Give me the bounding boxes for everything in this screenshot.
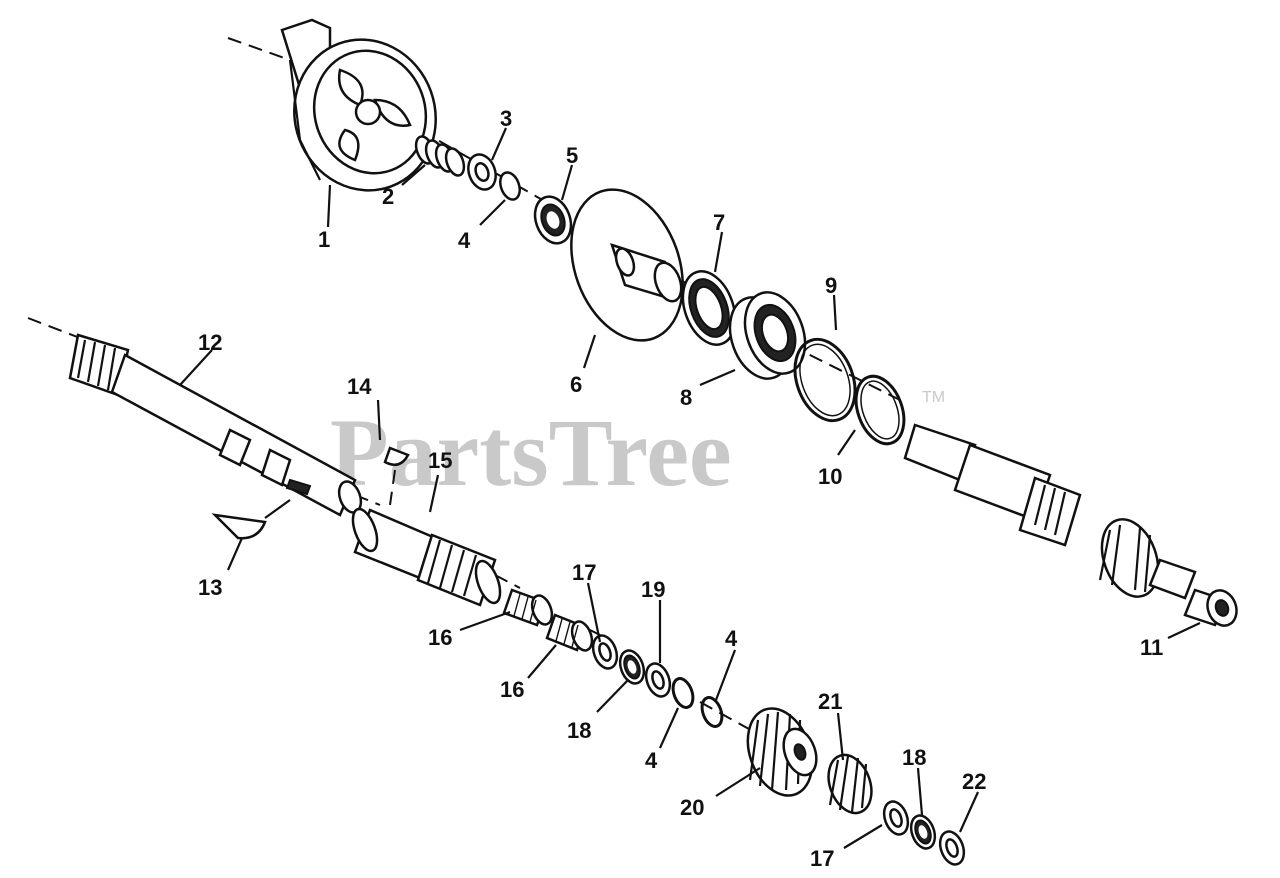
- part-20-bevel-gear: [746, 707, 818, 797]
- part-12-shaft: [68, 333, 363, 517]
- label-22: 22: [962, 769, 986, 794]
- upper-axis: [227, 37, 901, 401]
- part-22-washer: [938, 830, 966, 866]
- label-2: 2: [382, 184, 394, 209]
- label-21: 21: [818, 689, 842, 714]
- label-18b: 18: [902, 745, 926, 770]
- label-17a: 17: [572, 560, 596, 585]
- label-17b: 17: [810, 846, 834, 871]
- part-3-washer: [467, 153, 497, 191]
- label-4-lower-a: 4: [645, 748, 658, 773]
- label-20: 20: [680, 795, 704, 820]
- part-16-needle-bearing-b: [545, 613, 594, 652]
- watermark-tm: TM: [922, 389, 945, 406]
- label-19: 19: [641, 577, 665, 602]
- part-1-pulley: [280, 18, 437, 192]
- part-21-spur-gear: [827, 753, 873, 815]
- part-16-needle-bearing-a: [502, 588, 554, 627]
- part-5-bearing: [533, 195, 573, 245]
- part-4-snap-ring-lower-b: [700, 696, 724, 728]
- label-8: 8: [680, 385, 692, 410]
- part-18-thrust-bearing-b: [909, 814, 937, 850]
- part-14-key: [383, 446, 410, 506]
- part-17-washer-a: [591, 634, 619, 670]
- label-3: 3: [500, 106, 512, 131]
- part-17-washer-b: [882, 800, 910, 836]
- label-13: 13: [198, 575, 222, 600]
- label-16b: 16: [500, 677, 524, 702]
- part-labels: 1 2 3 4 5 6 7 8 9 10 11 12 13 14 15 16 1…: [198, 106, 1163, 871]
- part-4-snap-ring-upper: [499, 171, 521, 201]
- label-16a: 16: [428, 625, 452, 650]
- label-14: 14: [347, 374, 372, 399]
- lower-axis: [27, 317, 761, 736]
- part-18-thrust-bearing-a: [618, 649, 646, 685]
- part-11-bushing: [1183, 588, 1238, 627]
- part-9-retaining-ring: [793, 337, 857, 423]
- label-4-upper: 4: [458, 228, 471, 253]
- label-1: 1: [318, 227, 330, 252]
- part-2-spring: [414, 135, 466, 177]
- part-7-seal: [681, 270, 737, 346]
- assembled-shaft-right: [903, 423, 1197, 600]
- part-19-washer: [644, 662, 672, 698]
- part-15-pinion: [351, 507, 502, 607]
- label-5: 5: [566, 143, 578, 168]
- label-18a: 18: [567, 718, 591, 743]
- label-10: 10: [818, 464, 842, 489]
- part-6-sheave: [570, 188, 684, 342]
- part-4-snap-ring-lower-a: [671, 677, 695, 709]
- label-9: 9: [825, 273, 837, 298]
- part-10-retaining-ring: [854, 374, 906, 446]
- label-7: 7: [713, 210, 725, 235]
- part-13-key: [211, 499, 291, 540]
- part-8-ball-bearing: [728, 291, 807, 380]
- label-6: 6: [570, 372, 582, 397]
- label-4-lower-b: 4: [725, 626, 738, 651]
- label-12: 12: [198, 330, 222, 355]
- label-15: 15: [428, 448, 452, 473]
- label-11: 11: [1140, 635, 1163, 660]
- leader-lines: [179, 127, 1201, 849]
